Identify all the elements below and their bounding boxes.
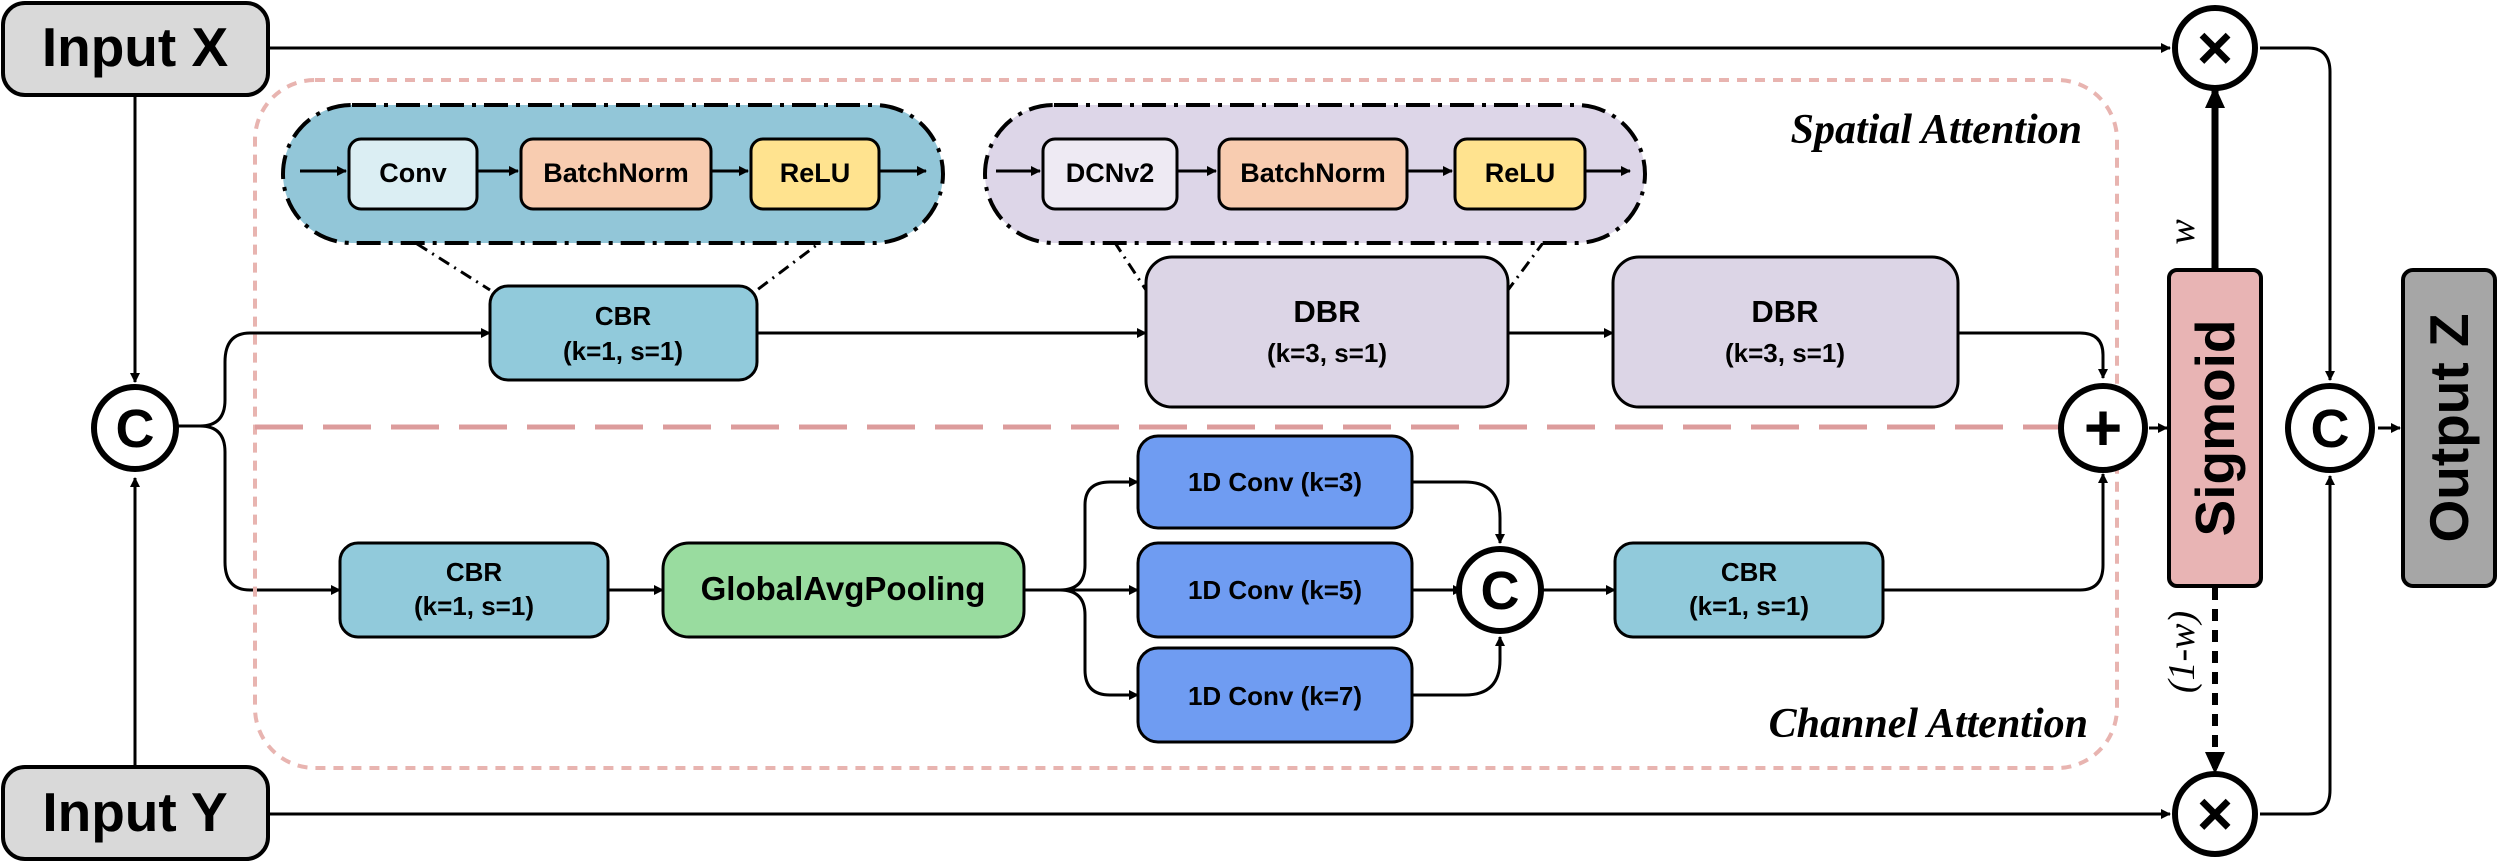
spatial-dbr1-params: (k=3, s=1) — [1267, 338, 1387, 368]
spatial-cbr-params: (k=1, s=1) — [563, 336, 683, 366]
relu-block-dbr-label: ReLU — [1485, 158, 1556, 188]
channel-cbr-out-block: CBR (k=1, s=1) — [1613, 541, 1885, 639]
spatial-dbr1-name: DBR — [1293, 294, 1360, 329]
output-z-label: Output Z — [2418, 313, 2480, 542]
spatial-attention-title: Spatial Attention — [1791, 107, 2082, 153]
conv1d-k7-block: 1D Conv (k=7) — [1136, 646, 1414, 744]
output-concat-circle — [2285, 383, 2375, 473]
input-x-box — [1, 1, 270, 97]
input-y-box — [1, 765, 270, 861]
edge-cbrout-to-add — [1883, 473, 2108, 592]
add-circle — [2058, 383, 2148, 473]
edge-concat-to-channel — [199, 424, 341, 595]
relu-block-cbr — [749, 137, 881, 211]
input-x-label: Input X — [42, 16, 229, 78]
global-avg-pooling-label: GlobalAvgPooling — [701, 570, 986, 607]
multiply-top-symbol: × — [2197, 14, 2233, 83]
edge-dbr2-to-add — [1958, 331, 2108, 379]
spatial-cbr-box — [488, 284, 759, 382]
edge-mulbottom-to-outconcat — [2260, 475, 2335, 816]
global-avg-pooling-box — [661, 541, 1026, 639]
edge-conv3-to-concat2 — [1412, 480, 1505, 544]
one-minus-w-label: (1-w) — [2161, 611, 2203, 693]
channel-concat-circle — [1456, 546, 1544, 634]
cbr-detail-cloud: Conv BatchNorm ReLU — [281, 103, 945, 245]
dcnv2-block-label: DCNv2 — [1066, 158, 1155, 188]
spatial-dbr2-box — [1611, 255, 1960, 409]
multiply-top-circle — [2172, 5, 2258, 91]
channel-cbr-in-box — [338, 541, 610, 639]
channel-cbr-in-name: CBR — [446, 557, 503, 587]
spatial-dbr2-name: DBR — [1751, 294, 1818, 329]
sigmoid-block: Sigmoid — [2167, 268, 2263, 588]
channel-cbr-out-name: CBR — [1721, 557, 1778, 587]
conv1d-k5-block: 1D Conv (k=5) — [1136, 541, 1414, 639]
conv-block — [347, 137, 479, 211]
input-concat-node: C — [91, 384, 179, 472]
input-x-node: Input X — [1, 1, 270, 97]
spatial-dbr1-box — [1144, 255, 1510, 409]
channel-cbr-in-block: CBR (k=1, s=1) — [338, 541, 610, 639]
conv1d-k5-label: 1D Conv (k=5) — [1188, 575, 1362, 605]
edge-multop-to-outconcat — [2260, 46, 2335, 381]
sigmoid-box — [2167, 268, 2263, 588]
channel-concat-node: C — [1456, 546, 1544, 634]
output-z-box — [2401, 268, 2497, 588]
spatial-cbr-name: CBR — [595, 301, 652, 331]
connections — [130, 43, 2401, 819]
conv1d-k5-box — [1136, 541, 1414, 639]
global-avg-pooling-block: GlobalAvgPooling — [661, 541, 1026, 639]
edge-fork-to-conv7 — [1059, 588, 1139, 700]
output-concat-node: C — [2285, 383, 2375, 473]
spatial-dbr2-params: (k=3, s=1) — [1725, 338, 1845, 368]
spatial-dbr2-block: DBR (k=3, s=1) — [1611, 255, 1960, 409]
add-symbol: + — [2084, 390, 2123, 464]
multiply-bottom-symbol: × — [2197, 780, 2233, 849]
batchnorm-block-cbr — [519, 137, 713, 211]
add-node: + — [2058, 383, 2148, 473]
conv1d-k3-box — [1136, 434, 1414, 530]
multiply-top-node: × — [2172, 5, 2258, 91]
conv1d-k3-block: 1D Conv (k=3) — [1136, 434, 1414, 530]
sigmoid-label: Sigmoid — [2184, 320, 2246, 537]
conv-block-label: Conv — [379, 158, 447, 188]
attention-region-border — [253, 78, 2119, 770]
edge-fork-to-conv3 — [1059, 477, 1139, 592]
w-label: w — [2161, 219, 2203, 245]
relu-block-cbr-label: ReLU — [780, 158, 851, 188]
conv1d-k3-label: 1D Conv (k=3) — [1188, 467, 1362, 497]
multiply-bottom-circle — [2172, 771, 2258, 857]
channel-concat-symbol: C — [1481, 561, 1520, 621]
spatial-cbr-block: CBR (k=1, s=1) — [488, 284, 759, 382]
batchnorm-block-cbr-label: BatchNorm — [543, 158, 689, 188]
input-concat-circle — [91, 384, 179, 472]
channel-cbr-out-params: (k=1, s=1) — [1689, 591, 1809, 621]
channel-cbr-out-box — [1613, 541, 1885, 639]
spatial-dbr1-block: DBR (k=3, s=1) — [1144, 255, 1510, 409]
edge-conv7-to-concat2 — [1412, 636, 1505, 697]
edge-concat-to-spatial — [177, 328, 491, 428]
dcnv2-block — [1041, 137, 1179, 211]
output-z-node: Output Z — [2401, 268, 2497, 588]
input-y-node: Input Y — [1, 765, 270, 861]
cbr-detail-line-right — [756, 233, 831, 292]
input-concat-symbol: C — [116, 399, 155, 459]
conv1d-k7-box — [1136, 646, 1414, 744]
multiply-bottom-node: × — [2172, 771, 2258, 857]
dbr-detail-cloud: DCNv2 BatchNorm ReLU — [983, 103, 1647, 245]
batchnorm-block-dbr — [1217, 137, 1409, 211]
relu-block-dbr — [1453, 137, 1587, 211]
input-y-label: Input Y — [42, 781, 227, 843]
conv1d-k7-label: 1D Conv (k=7) — [1188, 681, 1362, 711]
channel-attention-title: Channel Attention — [1769, 701, 2088, 747]
output-concat-symbol: C — [2311, 399, 2350, 459]
batchnorm-block-dbr-label: BatchNorm — [1240, 158, 1386, 188]
channel-cbr-in-params: (k=1, s=1) — [414, 591, 534, 621]
